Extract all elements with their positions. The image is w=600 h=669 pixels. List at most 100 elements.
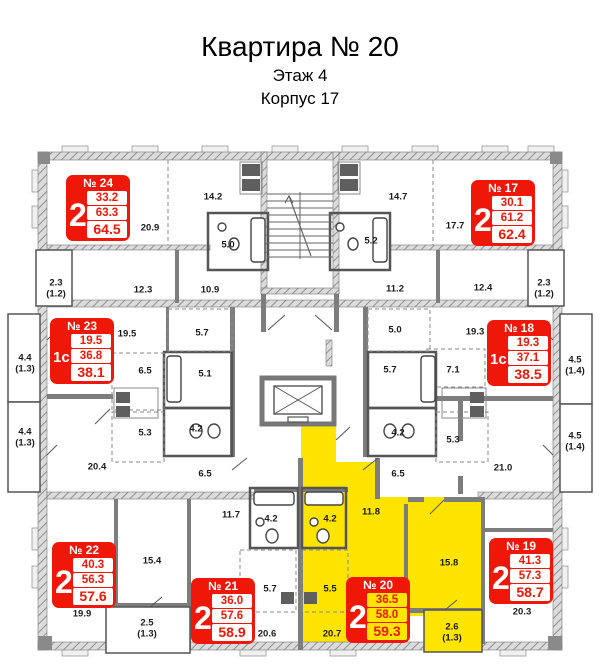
usable-area: 63.3 (87, 206, 127, 220)
room-area-label: 19.9 (72, 608, 92, 620)
room-area-label: 5.7 (383, 364, 397, 376)
usable-area: 36.8 (71, 349, 111, 363)
usable-area: 37.1 (508, 351, 548, 365)
room-area-label: 12.4 (473, 282, 493, 294)
rooms-count: 2 (194, 599, 212, 636)
apartment-card-20-selected[interactable]: № 20 2 36.5 58.0 59.3 (346, 577, 410, 643)
apartment-card-18[interactable]: № 18 1с 19.3 37.1 38.5 (487, 320, 551, 386)
room-area-label: 2.3 (1.2) (534, 277, 554, 300)
room-area-label: 20.4 (87, 461, 107, 473)
room-area-label: 20.3 (512, 606, 532, 618)
living-area: 30.1 (492, 196, 532, 210)
apartment-card-19[interactable]: № 19 2 41.3 57.3 58.7 (489, 538, 553, 604)
apartment-number: № 17 (487, 181, 519, 195)
balconies (7, 249, 593, 654)
room-area-label: 15.8 (439, 557, 459, 569)
building-subtitle: Корпус 17 (260, 89, 340, 108)
toilet-fixture (401, 423, 415, 439)
room-area-label: 4.4 (1.3) (15, 426, 35, 449)
room-area-label: 5.7 (195, 327, 209, 339)
usable-area: 61.2 (492, 211, 532, 225)
room-area-label: 12.3 (133, 284, 153, 296)
rooms-count: 1с (53, 348, 70, 366)
rooms-count: 2 (474, 201, 492, 238)
toilet-fixture (265, 528, 279, 544)
room-area-label: 15.4 (142, 555, 162, 567)
apartment-number: № 20 (362, 578, 394, 592)
room-area-label: 4.5 (1.4) (565, 430, 585, 453)
room-area-label: 4.2 (391, 427, 405, 439)
room-area-label: 20.9 (140, 222, 160, 234)
room-area-label: 2.5 (1.3) (137, 617, 157, 640)
page-header: Квартира № 20 Этаж 4 Корпус 17 (0, 30, 600, 110)
room-area-label: 4.4 (1.3) (15, 352, 35, 375)
room-area-label: 5.2 (364, 235, 378, 247)
living-area: 19.5 (71, 334, 111, 348)
room-area-label: 4.2 (264, 513, 278, 525)
room-area-label: 14.2 (203, 191, 223, 203)
room-area-label: 20.7 (322, 628, 342, 640)
room-area-label: 19.3 (465, 326, 485, 338)
room-area-label: 11.2 (386, 283, 404, 295)
toilet-fixture (189, 423, 203, 439)
usable-area: 57.6 (212, 609, 252, 623)
total-area: 38.1 (71, 364, 111, 381)
toilet-fixture (207, 423, 221, 439)
toilet-fixture (383, 423, 397, 439)
bath-fixtures (166, 217, 436, 544)
room-area-label: 21.0 (493, 462, 513, 474)
apartment-card-24[interactable]: № 24 2 33.2 63.3 64.5 (66, 175, 130, 241)
total-area: 64.5 (87, 221, 127, 238)
room-area-label: 7.1 (446, 364, 460, 376)
toilet-fixture (316, 528, 330, 544)
apartment-card-17[interactable]: № 17 2 30.1 61.2 62.4 (471, 180, 535, 246)
living-area: 40.3 (73, 558, 113, 572)
usable-area: 57.3 (510, 569, 550, 583)
room-area-label: 5.3 (138, 427, 152, 439)
apartment-number: № 21 (207, 579, 239, 593)
room-area-label: 11.7 (222, 509, 240, 521)
living-area: 36.5 (367, 593, 407, 607)
total-area: 59.3 (367, 623, 407, 640)
floor-subtitle: Этаж 4 (272, 66, 328, 85)
kitchen-units (113, 161, 487, 604)
room-area-label: 14.7 (388, 191, 408, 203)
apartment-card-22[interactable]: № 22 2 40.3 56.3 57.6 (52, 542, 116, 608)
total-area: 62.4 (492, 226, 532, 243)
apartment-number: № 19 (505, 539, 537, 553)
bathtub-fixture (420, 355, 436, 403)
room-area-label: 19.5 (117, 328, 137, 340)
room-area-label: 5.0 (388, 324, 402, 336)
apartment-number: № 22 (68, 543, 100, 557)
living-area: 41.3 (510, 554, 550, 568)
bathtub-fixture (253, 491, 295, 506)
room-area-label: 6.5 (391, 468, 405, 480)
room-area-label: 2.6 (1.3) (442, 621, 462, 644)
room-area-label: 10.9 (200, 284, 220, 296)
room-area-label: 5.7 (263, 583, 277, 595)
total-area: 58.9 (212, 624, 252, 641)
room-area-label: 6.5 (198, 468, 212, 480)
rooms-count: 2 (492, 559, 510, 596)
apartment-number: № 24 (82, 176, 114, 190)
total-area: 57.6 (73, 588, 113, 605)
apartment-number: № 23 (66, 319, 98, 333)
apartment-card-21[interactable]: № 21 2 36.0 57.6 58.9 (191, 578, 255, 644)
sink-fixture (217, 222, 227, 232)
living-area: 33.2 (87, 191, 127, 205)
rooms-count: 2 (349, 598, 367, 635)
page-title: Квартира № 20 (201, 31, 399, 62)
room-area-label: 5.5 (323, 583, 337, 595)
usable-area: 58.0 (367, 608, 407, 622)
bathtub-fixture (304, 491, 344, 506)
room-area-label: 4.2 (189, 423, 203, 435)
apartment-card-23[interactable]: № 23 1с 19.5 36.8 38.1 (50, 318, 114, 384)
total-area: 58.7 (510, 584, 550, 601)
room-area-label: 2.3 (1.2) (46, 277, 66, 300)
room-area-label: 5.0 (221, 239, 235, 251)
elevator (259, 375, 337, 427)
bathtub-fixture (166, 355, 182, 403)
living-area: 19.3 (508, 336, 548, 350)
